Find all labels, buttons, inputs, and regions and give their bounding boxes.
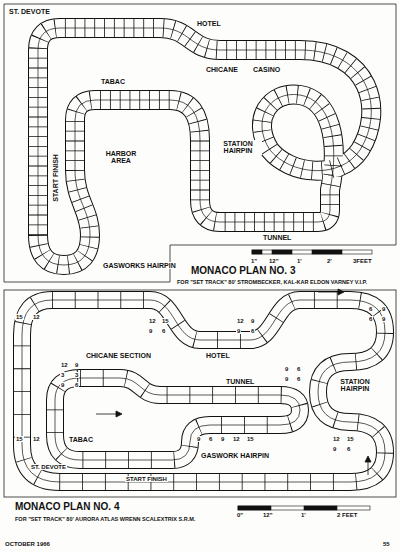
section-number: 12 xyxy=(232,436,241,442)
section-number: 9 xyxy=(250,318,255,324)
section-number: 6 xyxy=(368,306,373,312)
scale-label: 12" xyxy=(262,512,274,518)
section-number: 6 xyxy=(250,328,255,334)
section-number: 15 xyxy=(15,314,24,320)
section-number: 9 xyxy=(381,306,386,312)
section-number: 9 xyxy=(236,328,241,334)
section-number: 9 xyxy=(284,376,289,382)
section-number: 12 xyxy=(236,318,245,324)
place-name: HOTEL xyxy=(196,20,222,27)
section-number: 6 xyxy=(346,446,351,452)
section-number: 6 xyxy=(208,436,213,442)
scale-label: 0" xyxy=(236,512,244,518)
section-number: 15 xyxy=(161,318,170,324)
section-number: 9 xyxy=(220,436,225,442)
scale-label: 3FEET xyxy=(352,258,373,264)
plan-title: MONACO PLAN NO. 3 xyxy=(190,266,296,277)
section-number: 9 xyxy=(332,446,337,452)
section-number: 12 xyxy=(32,436,41,442)
section-number: 9 xyxy=(60,382,65,388)
place-name: GASWORKS HAIRPIN xyxy=(102,262,177,269)
page-date: OCTOBER 1966 xyxy=(4,541,51,547)
place-name: CHICANE xyxy=(205,66,239,73)
place-name: STATION HAIRPIN xyxy=(332,378,378,393)
start-finish-label: START FINISH xyxy=(52,153,59,203)
page-number: 55 xyxy=(382,541,391,547)
scale-label: 1' xyxy=(296,258,303,264)
place-name: TUNNEL xyxy=(225,378,255,385)
scale-label: 2 FEET xyxy=(336,512,358,518)
section-number: 15 xyxy=(15,436,24,442)
scale-label: 1" xyxy=(250,258,258,264)
place-name: GASWORK HAIRPIN xyxy=(200,452,270,459)
section-number: 9 xyxy=(196,436,201,442)
plan-subtitle: FOR "SET TRACK" 80' STROMBECKER, KAL-KAR… xyxy=(176,280,368,286)
plan-subtitle: FOR "SET TRACK" 80' AURORA ATLAS WRENN S… xyxy=(14,517,196,523)
place-name: TABAC xyxy=(100,78,126,85)
scale-label: 2' xyxy=(326,258,333,264)
section-number: 6 xyxy=(368,316,373,322)
section-number: 9 xyxy=(74,362,79,368)
section-number: 3 xyxy=(60,372,65,378)
place-name: TABAC xyxy=(68,436,94,443)
place-name: CHICANE SECTION xyxy=(85,352,152,359)
scale-label: 12" xyxy=(268,258,280,264)
scale-label: 1' xyxy=(300,512,307,518)
section-number: 15 xyxy=(246,436,255,442)
corner-name: ST. DEVOTE xyxy=(30,464,67,470)
start-finish-label: START FINISH xyxy=(125,476,168,482)
section-number: 12 xyxy=(32,314,41,320)
section-number: 3 xyxy=(74,372,79,378)
section-number: 12 xyxy=(148,318,157,324)
section-number: 15 xyxy=(346,436,355,442)
section-number: 12 xyxy=(60,362,69,368)
section-number: 9 xyxy=(148,328,153,334)
place-name: STATION HAIRPIN xyxy=(214,140,262,155)
section-number: 9 xyxy=(381,316,386,322)
place-name: HOTEL xyxy=(205,352,231,359)
section-number: 12 xyxy=(332,436,341,442)
corner-name: ST. DEVOTE xyxy=(8,8,51,15)
section-number: 6 xyxy=(161,328,166,334)
place-name: TUNNEL xyxy=(262,234,292,241)
section-number: 6 xyxy=(296,366,301,372)
section-number: 9 xyxy=(284,366,289,372)
section-number: 6 xyxy=(296,376,301,382)
place-name: CASINO xyxy=(252,66,281,73)
plan-title: MONACO PLAN NO. 4 xyxy=(14,502,120,513)
place-name: HARBOR AREA xyxy=(100,150,142,165)
section-number: 6 xyxy=(74,382,79,388)
